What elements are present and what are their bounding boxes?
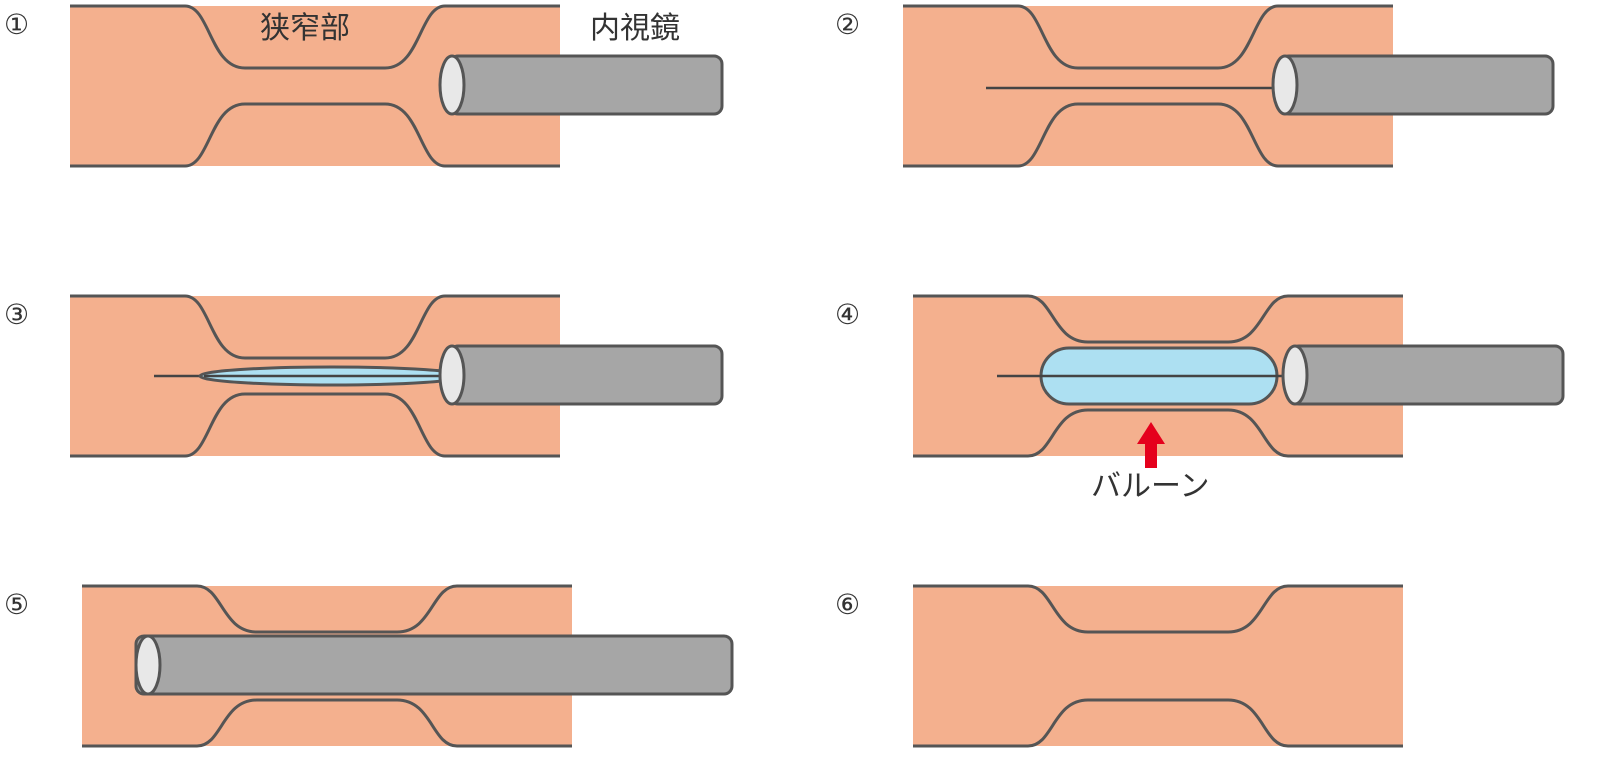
panel-number-6: ⑥ bbox=[835, 588, 860, 621]
dilated-segment bbox=[82, 584, 572, 748]
stenosis-label: 狭窄部 bbox=[260, 11, 350, 46]
dilated-segment bbox=[913, 294, 1403, 458]
panel-number-2: ② bbox=[835, 8, 860, 41]
dilated-segment bbox=[913, 584, 1403, 748]
panel-5: ⑤ bbox=[4, 584, 734, 748]
panel-3: ③ bbox=[4, 294, 724, 458]
endoscope bbox=[134, 634, 734, 696]
endoscope bbox=[438, 344, 724, 406]
panel-number-1: ① bbox=[4, 8, 29, 41]
balloon-label: バルーン bbox=[1091, 469, 1210, 504]
endoscope bbox=[1271, 54, 1555, 116]
panel-number-5: ⑤ bbox=[4, 588, 29, 621]
panel-number-3: ③ bbox=[4, 298, 29, 331]
up-arrow-icon bbox=[1137, 422, 1165, 468]
stricture-segment bbox=[70, 4, 560, 168]
endoscope-label: 内視鏡 bbox=[590, 11, 680, 46]
panel-2: ② bbox=[835, 4, 1555, 168]
panel-number-4: ④ bbox=[835, 298, 860, 331]
panel-1: ① 狭窄部 内視鏡 bbox=[4, 0, 724, 172]
stricture-segment bbox=[903, 4, 1393, 168]
endoscope bbox=[1281, 344, 1565, 406]
endoscope bbox=[438, 54, 724, 116]
panel-4: ④ バルーン bbox=[835, 294, 1565, 504]
panel-6: ⑥ bbox=[835, 584, 1403, 748]
stricture-segment bbox=[70, 294, 560, 458]
